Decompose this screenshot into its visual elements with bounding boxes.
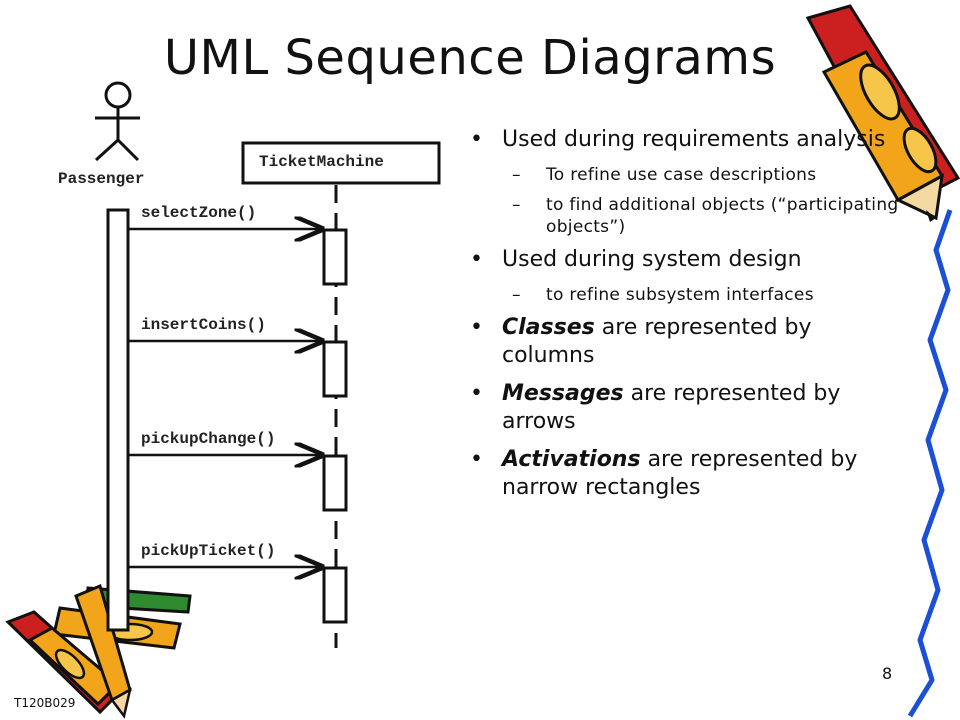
footer-code: T120B029 (14, 696, 76, 710)
actor-figure (94, 81, 140, 162)
slide-title: UML Sequence Diagrams (163, 30, 777, 86)
message-label: selectZone() (141, 204, 257, 222)
activation-3 (322, 454, 348, 512)
passenger-activation (106, 208, 130, 632)
bullet-item: •Messages are represented by arrows (470, 381, 841, 434)
actor-label: Passenger (58, 170, 145, 188)
message-label: insertCoins() (141, 316, 266, 334)
message-label: pickupChange() (141, 430, 276, 448)
object-label: TicketMachine (259, 153, 384, 171)
ribbon-squiggle-icon (907, 209, 953, 718)
message-label: pickUpTicket() (141, 542, 276, 560)
activation-1 (322, 228, 348, 286)
emphasis-term: Classes (502, 315, 595, 340)
emphasis-term: Messages (502, 381, 624, 406)
activation-2 (322, 340, 348, 398)
emphasis-term: Activations (502, 447, 641, 472)
activation-4 (322, 566, 348, 624)
bullet-list: •Used during requirements analysis –To r… (468, 126, 908, 512)
sub-bullet-item: –to refine subsystem interfaces (512, 285, 814, 305)
ticketmachine-box (241, 141, 441, 185)
bullet-item: •Used during requirements analysis (470, 127, 886, 152)
sub-bullet-item: –to find additional objects (“participat… (512, 195, 899, 237)
sub-bullet-item: –To refine use case descriptions (512, 165, 817, 185)
bullet-item: •Classes are represented by columns (470, 315, 812, 368)
bullet-item: •Used during system design (470, 247, 802, 272)
pencil-icon (805, 4, 960, 222)
slide-number: 8 (882, 664, 893, 683)
bullet-item: •Activations are represented by narrow r… (470, 447, 858, 500)
